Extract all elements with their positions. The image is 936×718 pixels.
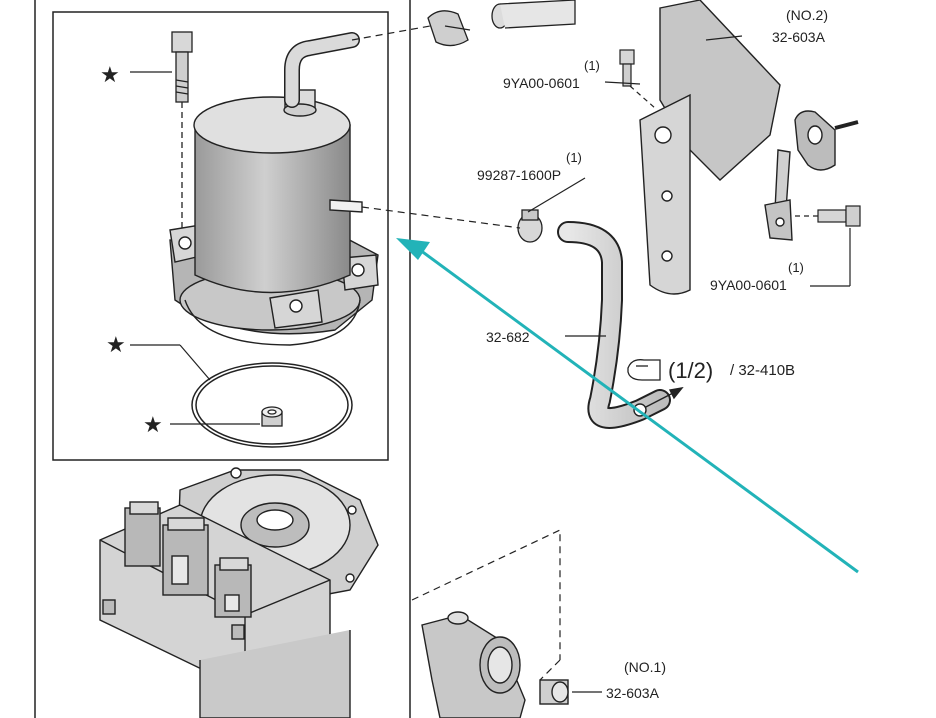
label-no1-tag: (NO.1) (624, 659, 666, 675)
top-hose-clamp (427, 0, 576, 47)
page-frame (34, 0, 411, 718)
bolt-right-bracket (795, 205, 861, 227)
reservoir-tank (169, 89, 379, 346)
dashed-bracket-no1-outline (411, 529, 561, 681)
retaining-bolt (171, 31, 193, 228)
label-hose-ref-fraction: (1/2) (668, 358, 713, 383)
annotation-pointer-arrow (396, 238, 859, 574)
seal-ring (191, 362, 353, 448)
label-bolt-top-part: 9YA00-0601 (503, 75, 580, 91)
bracket-no2 (639, 0, 859, 295)
label-leaders (527, 35, 851, 287)
label-no2-tag: (NO.2) (786, 7, 828, 23)
label-hose-ref-part: / 32-410B (730, 362, 795, 379)
star-nut-marker: ★ (143, 412, 163, 437)
hand-pointer-icon (627, 359, 661, 381)
star-bolt-marker: ★ (100, 62, 120, 87)
detail-inset-box (52, 11, 389, 461)
label-bolt-right-part: 9YA00-0601 (710, 277, 787, 293)
pump-motor-unit (99, 467, 379, 718)
clamp-99287 (517, 209, 543, 243)
label-bracket-no2: 32-603A (772, 29, 826, 45)
dashed-clamp-connection (361, 206, 521, 229)
label-bolt-right-qty: (1) (788, 260, 804, 275)
star-seal-ring-marker: ★ (106, 332, 126, 357)
bolt-top-bracket (619, 49, 656, 109)
label-clamp-part: 99287-1600P (477, 167, 561, 183)
bracket-no1 (421, 611, 569, 718)
hose-32-682 (559, 223, 669, 427)
dashed-top-connection (351, 25, 431, 41)
label-bracket-no1: 32-603A (606, 685, 660, 701)
label-bolt-top-qty: (1) (584, 58, 600, 73)
nut (261, 406, 283, 427)
label-clamp-qty: (1) (566, 150, 582, 165)
label-hose-part: 32-682 (486, 329, 530, 345)
